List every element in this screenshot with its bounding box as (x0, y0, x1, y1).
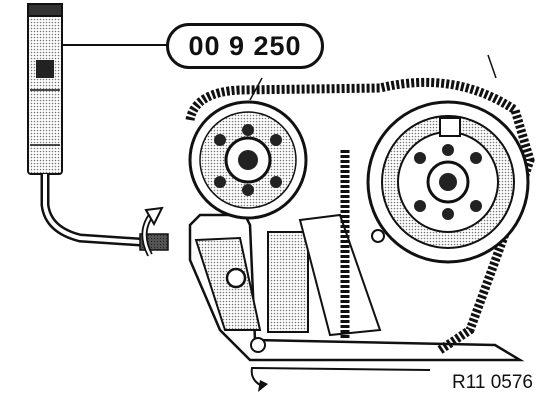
pointer-line-left (249, 77, 263, 101)
bottom-arrow (250, 366, 431, 392)
special-tool (27, 3, 169, 251)
engine-housing (188, 213, 525, 362)
part-number-label: 00 9 250 (188, 30, 302, 61)
figure-reference: R11 0576 (452, 372, 533, 393)
timing-chain (185, 77, 535, 354)
part-number-callout: 00 9 250 (166, 23, 324, 69)
camshaft-sprocket-left (188, 100, 308, 220)
pointer-line-right (487, 54, 497, 79)
rotation-arrow (141, 206, 164, 257)
camshaft-sprocket-right (366, 100, 530, 264)
